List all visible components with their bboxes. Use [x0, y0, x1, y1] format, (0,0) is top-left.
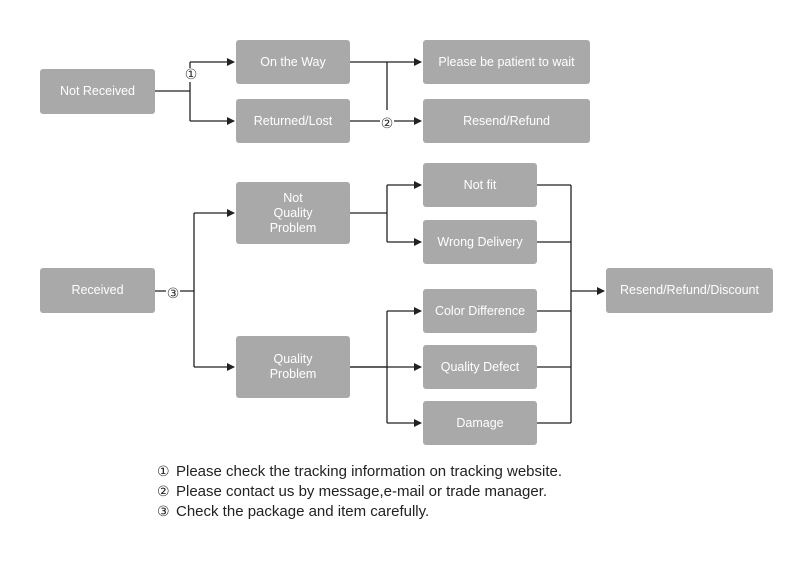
node-resend-refund: Resend/Refund — [423, 99, 590, 143]
footnote-1-number: ① — [157, 464, 170, 480]
step-marker-3: ③ — [166, 286, 180, 302]
node-not-quality-problem: Not Quality Problem — [236, 182, 350, 244]
node-returned-lost: Returned/Lost — [236, 99, 350, 143]
footnote-2-text: Please contact us by message,e-mail or t… — [176, 483, 548, 500]
step-marker-1: ① — [184, 67, 198, 83]
footnote-3: ③ Check the package and item carefully. — [157, 502, 562, 522]
footnote-2-number: ② — [157, 484, 170, 500]
footnote-1-text: Please check the tracking information on… — [176, 463, 563, 480]
footnote-3-number: ③ — [157, 504, 170, 520]
node-not-fit: Not fit — [423, 163, 537, 207]
node-color-difference: Color Difference — [423, 289, 537, 333]
node-quality-problem: Quality Problem — [236, 336, 350, 398]
node-quality-defect: Quality Defect — [423, 345, 537, 389]
footnotes: ① Please check the tracking information … — [157, 462, 562, 522]
node-resend-refund-discount: Resend/Refund/Discount — [606, 268, 773, 313]
node-not-received: Not Received — [40, 69, 155, 114]
footnote-2: ② Please contact us by message,e-mail or… — [157, 482, 562, 502]
step-marker-2: ② — [380, 116, 394, 132]
node-received: Received — [40, 268, 155, 313]
node-damage: Damage — [423, 401, 537, 445]
footnote-3-text: Check the package and item carefully. — [176, 503, 430, 520]
node-on-the-way: On the Way — [236, 40, 350, 84]
node-please-wait: Please be patient to wait — [423, 40, 590, 84]
footnote-1: ① Please check the tracking information … — [157, 462, 562, 482]
node-wrong-delivery: Wrong Delivery — [423, 220, 537, 264]
